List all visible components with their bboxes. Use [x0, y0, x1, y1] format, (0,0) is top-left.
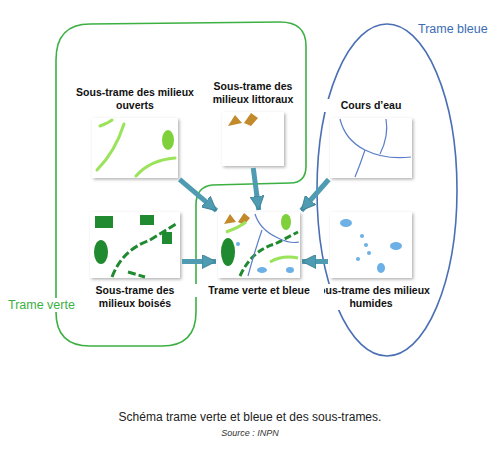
- green-region-outline: [56, 22, 306, 346]
- habitat-region: Cours d’eauSous-trame des milieux humide…: [314, 16, 494, 361]
- node-title: Sous-trame des milieux humides: [308, 284, 434, 310]
- source-note: Source : INPN: [0, 428, 500, 438]
- flow-arrow: [253, 168, 258, 210]
- flow-arrow: [182, 259, 216, 264]
- open-habitat-map: [97, 120, 175, 176]
- coastal-habitat-map: [228, 113, 258, 126]
- node-title: Trame verte et bleue: [194, 284, 324, 297]
- wetland-map: [340, 219, 402, 273]
- region-label: Trame verte: [8, 298, 75, 312]
- node-title: Cours d’eau: [321, 99, 421, 112]
- thumbnail-box: Sous-trame des milieux humides: [330, 212, 412, 278]
- combined-network-map: [221, 213, 299, 276]
- flow-arrow: [302, 259, 328, 264]
- thumbnail-box: Trame verte et bleue: [218, 212, 300, 278]
- node-title: Sous-trame des milieux boisés: [85, 284, 185, 310]
- node-title: Sous-trame des milieux littoraux: [203, 80, 303, 106]
- thumbnail-box: Cours d’eau: [330, 118, 412, 178]
- caption: Schéma trame verte et bleue et des sous-…: [0, 410, 500, 424]
- habitat-region: Sous-trame des milieux ouvertsSous-trame…: [4, 18, 308, 350]
- thumbnail-frames: [90, 112, 412, 278]
- flow-arrow: [180, 179, 217, 210]
- node-title: Sous-trame des milieux ouverts: [68, 86, 202, 112]
- forest-habitat-map: [94, 215, 176, 277]
- flow-arrow: [301, 180, 328, 211]
- river-map: [340, 119, 411, 177]
- thumbnail-box: Sous-trame des milieux ouverts: [92, 118, 178, 178]
- thumbnail-box: Sous-trame des milieux littoraux: [222, 112, 284, 166]
- thumbnail-box: Sous-trame des milieux boisés: [90, 212, 180, 278]
- region-label: Trame bleue: [418, 22, 488, 36]
